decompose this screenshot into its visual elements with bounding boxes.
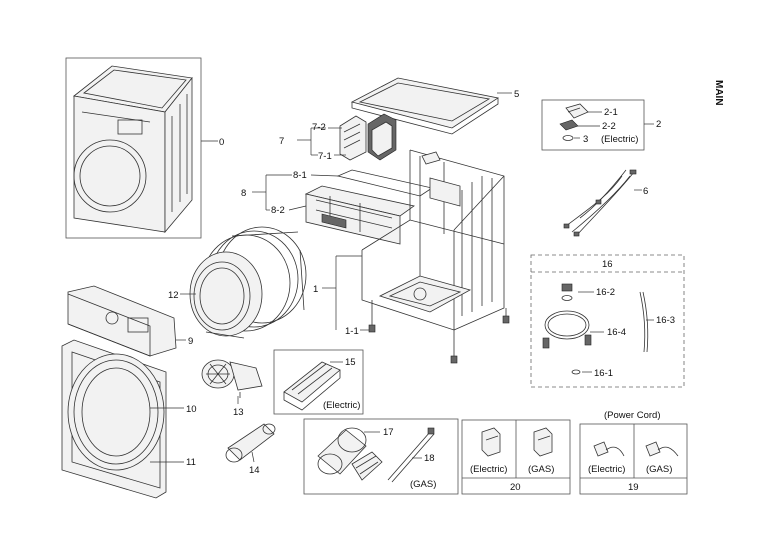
box19-right-label: (GAS) bbox=[646, 464, 672, 475]
callout-7-2: 7-2 bbox=[312, 122, 326, 133]
cabinet-frame bbox=[361, 149, 510, 364]
drum-assembly bbox=[189, 226, 307, 339]
callout-12: 12 bbox=[168, 290, 179, 301]
box19-number: 19 bbox=[628, 482, 639, 493]
callout-16: 16 bbox=[602, 259, 613, 270]
control-panel bbox=[67, 285, 177, 357]
dryer-frame-box bbox=[65, 57, 202, 239]
top-plate bbox=[350, 77, 500, 135]
control-bracket-parts bbox=[339, 113, 397, 161]
callout-17: 17 bbox=[383, 427, 394, 438]
callout-8-1: 8-1 bbox=[293, 170, 307, 181]
callout-11: 11 bbox=[186, 457, 196, 468]
callout-1-1: 1-1 bbox=[345, 326, 359, 337]
front-panel-and-door bbox=[61, 339, 167, 499]
callout-2-note: (Electric) bbox=[601, 134, 638, 145]
callout-16-2: 16-2 bbox=[596, 287, 615, 298]
part-15-box bbox=[273, 349, 364, 415]
callout-15: 15 bbox=[345, 357, 356, 368]
part-17-18-box bbox=[303, 418, 459, 495]
box20-number: 20 bbox=[510, 482, 521, 493]
callout-18-note: (GAS) bbox=[410, 479, 436, 490]
side-label: MAIN bbox=[713, 80, 724, 106]
control-board-parts bbox=[559, 103, 589, 141]
bracket-parts bbox=[481, 427, 553, 457]
callout-3: 3 bbox=[583, 134, 588, 145]
gas-burner-parts bbox=[317, 427, 435, 483]
box19-title: (Power Cord) bbox=[604, 410, 661, 421]
power-cords bbox=[593, 441, 679, 457]
callout-13: 13 bbox=[233, 407, 244, 418]
front-frame-parts bbox=[304, 169, 433, 245]
callout-10: 10 bbox=[186, 404, 197, 415]
blower-housing bbox=[201, 359, 263, 398]
callout-15-note: (Electric) bbox=[323, 400, 360, 411]
callout-2-2: 2-2 bbox=[602, 121, 616, 132]
box20-right-label: (GAS) bbox=[528, 464, 554, 475]
callout-16-3: 16-3 bbox=[656, 315, 675, 326]
hose-kit bbox=[542, 283, 649, 375]
exhaust-duct bbox=[225, 423, 276, 463]
complete-dryer-assembly bbox=[65, 57, 202, 239]
callout-0: 0 bbox=[219, 137, 224, 148]
callout-7-1: 7-1 bbox=[318, 151, 332, 162]
callout-2: 2 bbox=[656, 119, 661, 130]
callout-16-4: 16-4 bbox=[607, 327, 626, 338]
wire-harness bbox=[563, 169, 637, 237]
box20-left-label: (Electric) bbox=[470, 464, 507, 475]
callout-14: 14 bbox=[249, 465, 260, 476]
heater-assembly bbox=[283, 361, 341, 411]
callout-16-1: 16-1 bbox=[594, 368, 613, 379]
part-19-box bbox=[579, 423, 688, 495]
callout-18: 18 bbox=[424, 453, 435, 464]
callout-8: 8 bbox=[241, 188, 246, 199]
callout-1: 1 bbox=[313, 284, 318, 295]
callout-9: 9 bbox=[188, 336, 193, 347]
callout-2-1: 2-1 bbox=[604, 107, 618, 118]
part-16-box bbox=[530, 254, 685, 388]
callout-7: 7 bbox=[279, 136, 284, 147]
box19-left-label: (Electric) bbox=[588, 464, 625, 475]
callout-8-2: 8-2 bbox=[271, 205, 285, 216]
callout-6: 6 bbox=[643, 186, 648, 197]
callout-5: 5 bbox=[514, 89, 519, 100]
part-2-box bbox=[541, 99, 645, 151]
